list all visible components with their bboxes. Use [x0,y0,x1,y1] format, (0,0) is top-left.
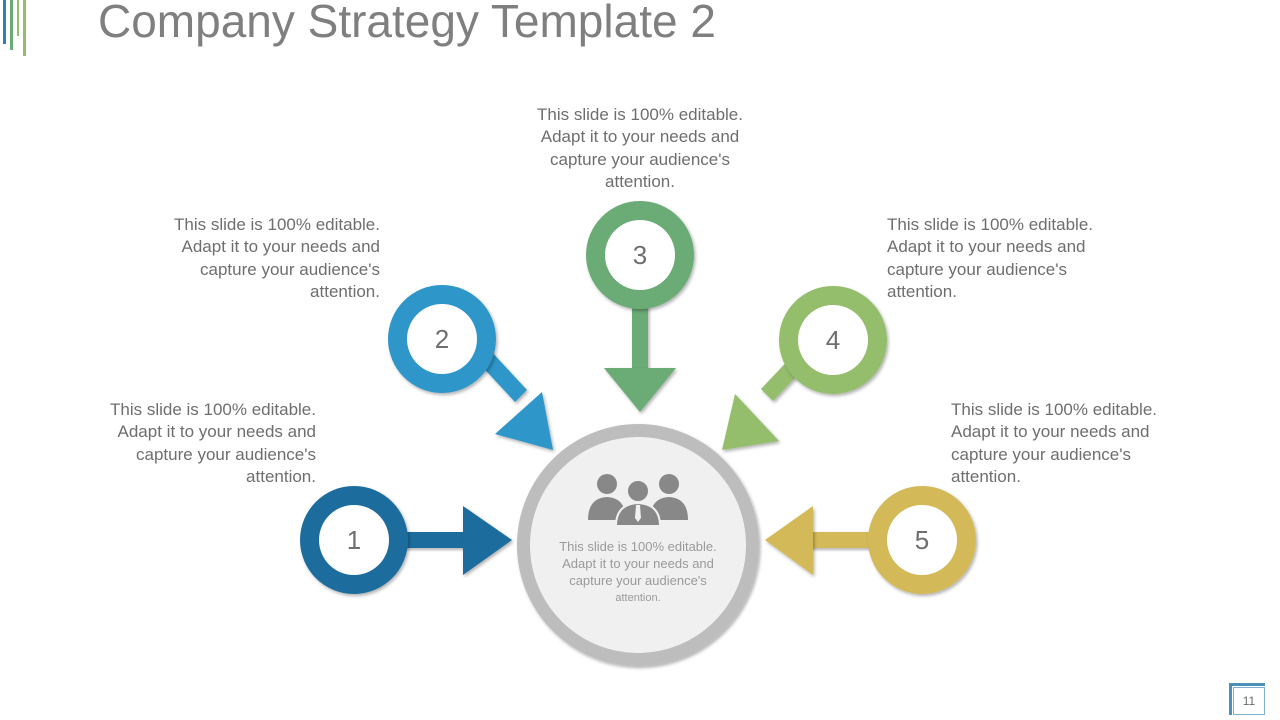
step-1-number: 1 [347,525,361,555]
step-4-circle [779,286,887,394]
people-group-icon [588,474,688,527]
step-3-connector [604,300,676,412]
hub-description-tail: attention. [615,592,661,605]
step-1-circle [300,486,408,594]
step-5-connector [765,506,876,575]
hub-circle [517,424,759,666]
accent-lines-decoration [3,0,26,56]
hub-description: This slide is 100% editable. Adapt it to… [556,539,720,607]
step-3-number: 3 [633,240,647,270]
step-3-description: This slide is 100% editable. Adapt it to… [536,105,743,192]
step-5-circle [868,486,976,594]
hub-description-main: This slide is 100% editable. Adapt it to… [559,539,717,588]
step-4-number: 4 [826,325,840,355]
step-2-number: 2 [435,324,449,354]
step-3-circle [586,201,694,309]
step-2-description: This slide is 100% editable. Adapt it to… [173,215,380,302]
step-1-connector [400,506,512,575]
slide-title: Company Strategy Template 2 [98,0,716,47]
step-5-number: 5 [915,525,929,555]
step-5-description: This slide is 100% editable. Adapt it to… [951,400,1158,487]
step-2-circle [388,285,496,393]
page-number-frame [1229,683,1265,715]
step-1-description: This slide is 100% editable. Adapt it to… [109,400,316,487]
page-number: 11 [1233,687,1265,715]
step-4-description: This slide is 100% editable. Adapt it to… [887,215,1094,302]
